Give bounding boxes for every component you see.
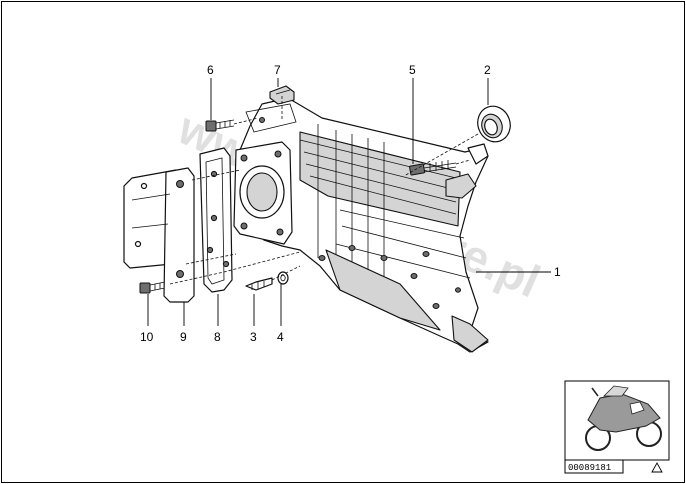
housing-flange	[233, 103, 297, 245]
assembly-lines	[169, 96, 479, 285]
callout-10: 10	[140, 330, 154, 344]
part-stud	[245, 277, 273, 291]
callout-9: 9	[180, 330, 187, 344]
part-cover-plate	[123, 167, 195, 303]
part-housing	[237, 97, 489, 353]
part-bolt-top	[205, 119, 235, 132]
callout-5: 5	[409, 63, 416, 77]
part-gasket	[199, 147, 233, 293]
thumbnail: 00089181	[564, 380, 670, 474]
thumbnail-id: 00089181	[568, 463, 611, 473]
callout-1: 1	[554, 265, 561, 279]
callout-8: 8	[214, 330, 221, 344]
part-seal-ring	[477, 105, 511, 143]
motorcycle-icon	[585, 385, 662, 451]
callout-3: 3	[250, 330, 257, 344]
part-clip	[269, 85, 295, 105]
callout-4: 4	[277, 330, 284, 344]
leader-lines	[147, 78, 551, 326]
callouts: 1 2 3 4 5 6 7 8 9 10	[140, 63, 561, 344]
part-washer	[277, 271, 289, 285]
callout-2: 2	[484, 63, 491, 77]
callout-6: 6	[207, 63, 214, 77]
triangle-icon	[651, 462, 663, 473]
thumbnail-id-box	[564, 459, 624, 474]
callout-7: 7	[274, 63, 281, 77]
